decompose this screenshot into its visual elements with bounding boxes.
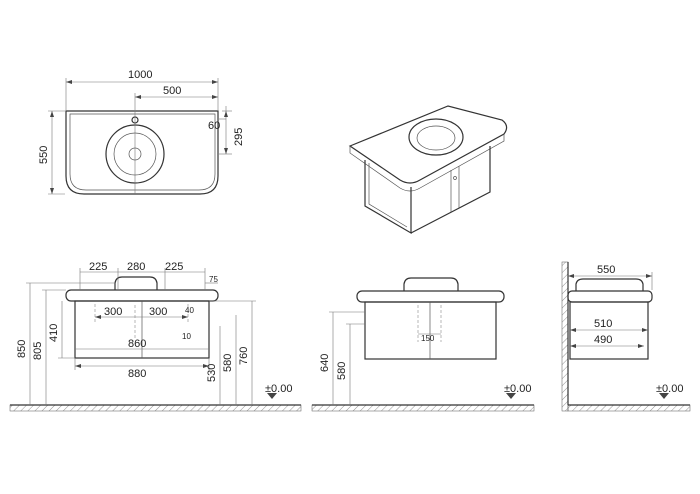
- dim-860: 860: [128, 338, 146, 350]
- wall-hatch: [561, 261, 569, 412]
- dim-550-depth: 550: [597, 264, 615, 276]
- dim-280: 280: [127, 261, 145, 273]
- dim-295: 295: [233, 128, 245, 146]
- iso-cabinet-side: [410, 146, 491, 234]
- front-view: 225 280 225 75 300 300 40 10 860 880 850…: [9, 261, 302, 412]
- dim-580-side: 580: [336, 362, 348, 380]
- dim-410: 410: [48, 324, 60, 342]
- dim-640: 640: [319, 354, 331, 372]
- side-basin-bowl: [403, 277, 459, 291]
- depth-cabinet: [569, 301, 649, 360]
- dim-150: 150: [421, 334, 435, 343]
- dim-805: 805: [32, 342, 44, 360]
- dim-75: 75: [209, 275, 218, 284]
- dim-60: 60: [208, 120, 220, 132]
- floor-level-side: ±0.00: [504, 383, 531, 395]
- dim-880: 880: [128, 368, 146, 380]
- iso-top-edge: [349, 134, 505, 192]
- front-basin-bowl: [114, 276, 158, 290]
- level-marker-icon: [506, 393, 516, 399]
- dim-580: 580: [222, 354, 234, 372]
- iso-top-surface: [348, 105, 508, 184]
- level-marker-icon: [659, 393, 669, 399]
- countertop-inner-edge: [69, 113, 216, 191]
- dim-530: 530: [206, 364, 218, 382]
- floor-level-depth: ±0.00: [656, 383, 683, 395]
- dim-760: 760: [238, 347, 250, 365]
- dim-490: 490: [594, 334, 612, 346]
- dim-300-right: 300: [149, 306, 167, 318]
- floor-hatch: [9, 404, 302, 412]
- floor-hatch: [311, 404, 535, 412]
- dim-500: 500: [163, 85, 181, 97]
- depth-countertop: [567, 290, 653, 303]
- depth-view: 550 510 490 ±0.00: [561, 261, 691, 412]
- dim-510: 510: [594, 318, 612, 330]
- iso-basin-inner: [416, 125, 456, 151]
- side-cabinet: [364, 301, 497, 360]
- dim-1000: 1000: [128, 69, 152, 81]
- dim-550: 550: [38, 146, 50, 164]
- front-countertop: [65, 289, 219, 302]
- floor-hatch: [567, 404, 691, 412]
- level-marker-icon: [267, 393, 277, 399]
- side-hidden-lines: [417, 305, 442, 342]
- top-view: 1000 500 550 295 60: [38, 69, 245, 195]
- dim-225-left: 225: [89, 261, 107, 273]
- dim-850: 850: [16, 340, 28, 358]
- dim-225-right: 225: [165, 261, 183, 273]
- floor-level-front: ±0.00: [265, 383, 292, 395]
- side-countertop: [356, 290, 505, 303]
- dim-300-left: 300: [104, 306, 122, 318]
- front-hidden-lines: [94, 304, 189, 340]
- iso-handle: [453, 176, 457, 180]
- side-view: 150 640 580 ±0.00: [311, 277, 535, 412]
- countertop-outline: [65, 110, 219, 195]
- iso-cabinet-front: [364, 160, 412, 235]
- depth-basin-bowl: [575, 278, 644, 291]
- iso-basin-outer: [408, 118, 464, 156]
- isometric-view: [348, 105, 508, 235]
- dim-10: 10: [182, 332, 191, 341]
- dim-40: 40: [185, 306, 194, 315]
- iso-door-edge: [368, 163, 408, 228]
